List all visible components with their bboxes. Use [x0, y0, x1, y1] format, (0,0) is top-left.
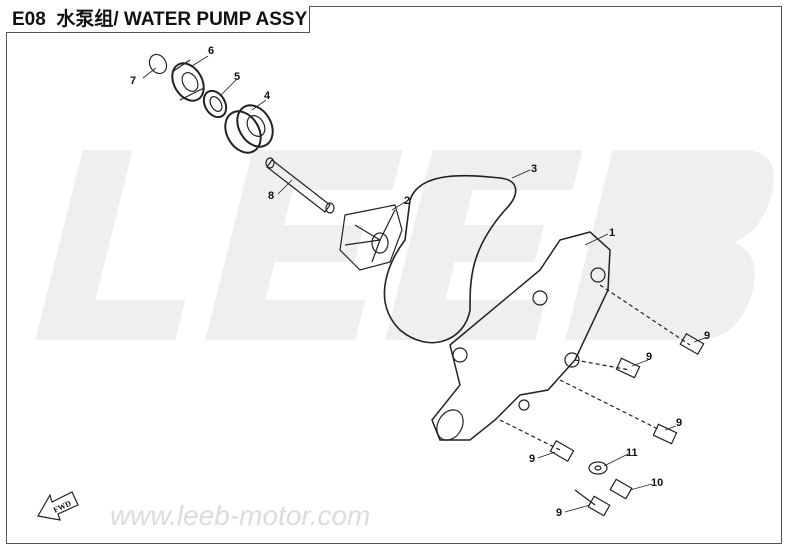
- part-10-bolt[interactable]: [609, 478, 633, 500]
- callout-9: 9: [529, 453, 535, 465]
- leader-lines: [142, 55, 706, 513]
- part-6-bearing[interactable]: [166, 58, 210, 107]
- callout-9: 9: [676, 417, 682, 429]
- callout-8: 8: [268, 190, 274, 202]
- diagram-title: E08 水泵组/ WATER PUMP ASSY: [6, 6, 310, 33]
- part-9-bolts[interactable]: [499, 284, 705, 517]
- callout-9: 9: [704, 330, 710, 342]
- title-text: 水泵组/ WATER PUMP ASSY: [56, 9, 308, 30]
- callout-9: 9: [646, 351, 652, 363]
- part-8-shaft[interactable]: [265, 157, 335, 214]
- fwd-arrow-icon: FWD: [37, 491, 79, 521]
- watermark-letter-e: [385, 150, 583, 340]
- callout-7: 7: [130, 75, 136, 87]
- watermark-letter-l: [35, 150, 186, 340]
- part-3-o-ring[interactable]: [383, 174, 517, 344]
- callout-9: 9: [556, 507, 562, 519]
- callout-5: 5: [234, 71, 240, 83]
- watermark-url: www.leeb-motor.com: [110, 500, 371, 531]
- callout-2: 2: [404, 195, 410, 207]
- callout-3: 3: [531, 163, 537, 175]
- watermark-letter-e: [205, 150, 403, 340]
- title-code: E08: [12, 9, 46, 30]
- part-5-seal[interactable]: [199, 87, 230, 121]
- callout-6: 6: [208, 45, 214, 57]
- callout-1: 1: [609, 227, 615, 239]
- watermark-letter-b: [565, 150, 774, 340]
- part-1-pump-cover[interactable]: [431, 231, 611, 445]
- part-2-impeller[interactable]: [339, 204, 403, 271]
- diagram-frame: [6, 6, 782, 544]
- part-11-washer[interactable]: [588, 461, 608, 475]
- callout-11: 11: [626, 447, 638, 459]
- part-4-mechanical-seal[interactable]: [218, 99, 280, 159]
- callout-10: 10: [651, 477, 663, 489]
- callout-4: 4: [264, 90, 271, 102]
- part-7-circlip[interactable]: [146, 51, 170, 76]
